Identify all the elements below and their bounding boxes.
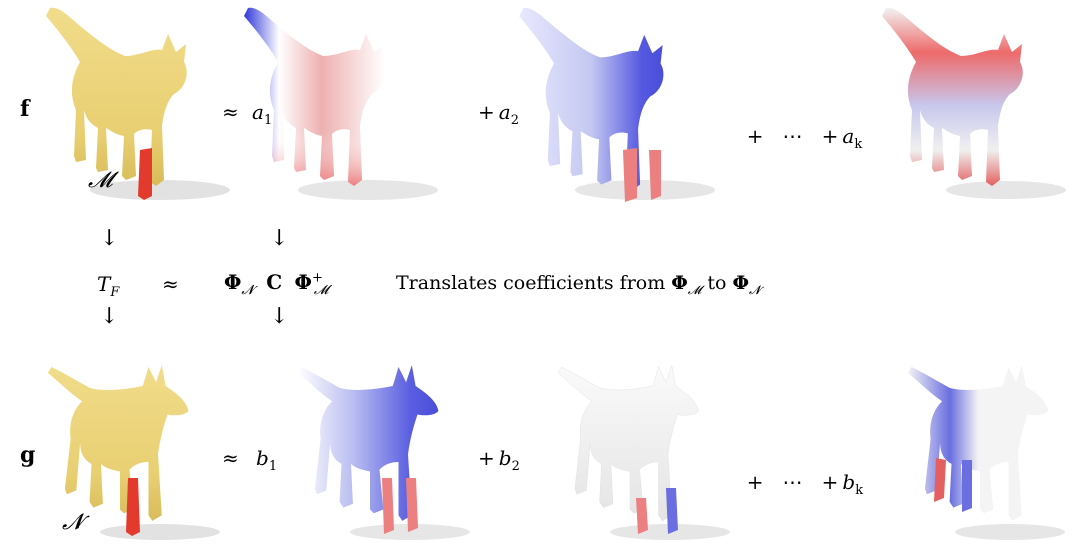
arrow-down-right-top: ↓	[270, 226, 289, 251]
cat-basis-2	[519, 7, 715, 202]
coef-b2: +b2	[478, 446, 520, 474]
cat-shape-M	[46, 7, 230, 200]
arrow-down-right-bottom: ↓	[270, 304, 289, 329]
caption: Translates coefficients from Φ𝓜 to Φ𝓝	[396, 272, 761, 297]
coef-b1: b1	[256, 446, 278, 474]
function-label-g: g	[20, 442, 36, 468]
arrow-down-left-bottom: ↓	[100, 304, 119, 329]
arrow-down-left-top: ↓	[100, 226, 119, 251]
coef-a2: +a2	[478, 100, 519, 128]
approx-symbol-top: ≈	[222, 100, 239, 124]
cat-basis-k	[882, 7, 1066, 199]
approx-symbol-middle: ≈	[162, 272, 179, 296]
shape-label-M: 𝓜	[88, 168, 113, 193]
coef-a1: a1	[252, 100, 273, 128]
coef-bk: + ⋯ +bk	[746, 470, 864, 498]
functional-map-formula: Φ𝓝 C Φ+𝓜	[224, 270, 329, 298]
coef-ak: + ⋯ +ak	[746, 124, 863, 152]
dog-basis-1	[297, 365, 470, 540]
function-label-f: f	[20, 96, 30, 122]
cat-basis-1	[244, 7, 438, 200]
dog-basis-k	[907, 365, 1065, 540]
dog-basis-2	[557, 364, 730, 540]
shape-label-N: 𝓝	[62, 510, 84, 535]
transfer-map-label: TF	[97, 272, 120, 300]
dog-shape-N	[47, 365, 220, 540]
approx-symbol-bottom: ≈	[222, 446, 239, 470]
